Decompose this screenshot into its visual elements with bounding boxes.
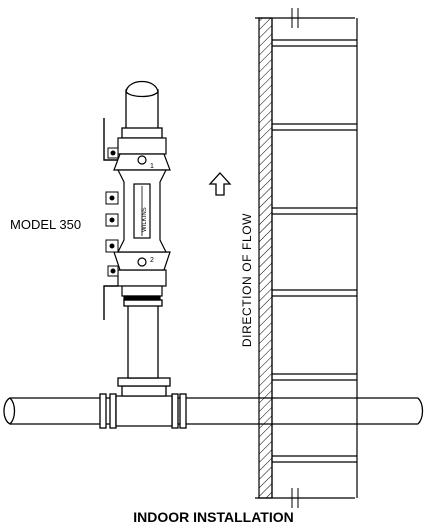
shutoff-handles (103, 118, 118, 320)
wall-hatch (258, 17, 273, 499)
direction-of-flow-label: DIRECTION OF FLOW (240, 212, 254, 348)
vertical-riser-pipe (121, 80, 163, 379)
backflow-preventer (113, 137, 171, 301)
test-cock-3 (105, 213, 119, 227)
valve-number-bottom: 2 (150, 257, 154, 264)
test-cock-1 (107, 147, 119, 159)
flow-arrow-icon (208, 172, 232, 196)
valve-number-top: 1 (150, 163, 154, 170)
test-cock-4 (105, 239, 119, 253)
model-label: MODEL 350 (10, 217, 82, 232)
wall-blocks (272, 39, 357, 463)
upper-ball-valve-handle (103, 118, 118, 161)
horizontal-supply-pipe (3, 377, 424, 429)
wall (255, 8, 358, 508)
test-cock-5 (107, 265, 119, 277)
test-cock-2 (105, 191, 119, 205)
lower-ball-valve-handle (103, 285, 118, 320)
valve-brand-marking: WILKINS (142, 207, 148, 232)
diagram-caption: INDOOR INSTALLATION (133, 509, 294, 525)
test-cocks (105, 147, 119, 277)
